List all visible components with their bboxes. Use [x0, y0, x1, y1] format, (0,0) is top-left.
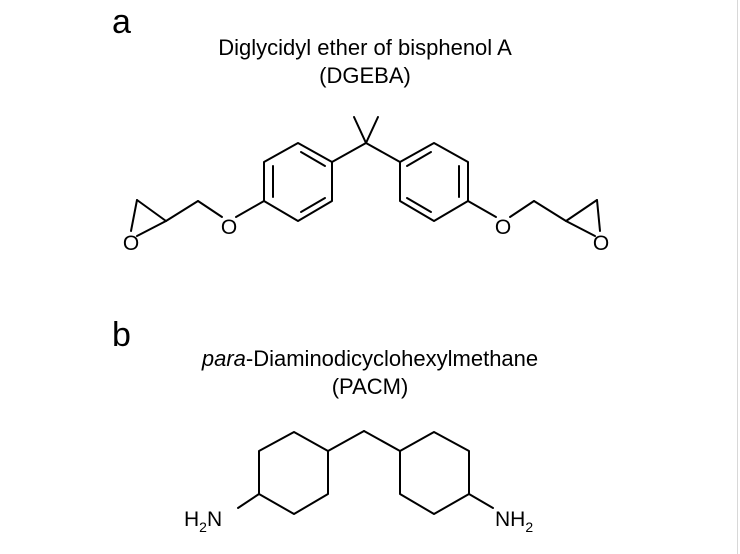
pacm-right-amine-bond [468, 493, 494, 509]
pacm-left-amine-subscript: 2 [199, 519, 207, 535]
dgeba-epoxide-oxygen-left: O [123, 232, 139, 255]
dgeba-left-ring-double-bonds [272, 151, 326, 213]
panel-b-title-rest: -Diaminodicyclohexylmethane [245, 346, 539, 371]
pacm-left-amine-bond [237, 493, 260, 509]
pacm-left-amine-h: H [184, 508, 199, 531]
panel-a-label: a [112, 3, 131, 41]
panel-a-title: Diglycidyl ether of bisphenol A (DGEBA) [150, 34, 580, 90]
panel-b-title-prefix: para [201, 346, 246, 371]
dgeba-isopropylidene-bridge [331, 116, 401, 163]
panel-a-title-line1: Diglycidyl ether of bisphenol A [218, 35, 512, 60]
panel-b-title-line2: (PACM) [331, 374, 409, 399]
pacm-left-amine-n: N [207, 508, 222, 531]
panel-b-title: para-Diaminodicyclohexylmethane (PACM) [120, 345, 620, 401]
pacm-right-amine-subscript: 2 [525, 519, 533, 535]
pacm-right-amine-nh: NH [495, 508, 525, 531]
panel-a-title-line2: (DGEBA) [319, 63, 411, 88]
panel-b-label: b [112, 316, 131, 354]
dgeba-right-glycidyl-chain [467, 199, 601, 237]
pacm-right-cyclohexane-ring [399, 431, 470, 515]
dgeba-epoxide-oxygen-right: O [593, 232, 609, 255]
dgeba-left-glycidyl-chain [130, 199, 265, 237]
dgeba-ether-oxygen-right: O [495, 216, 511, 239]
panel-b-title-line1: para-Diaminodicyclohexylmethane [120, 345, 620, 373]
pacm-right-amine-label: NH2 [495, 508, 533, 535]
pacm-left-amine-label: H2N [184, 508, 222, 535]
image-border-line [737, 0, 738, 554]
pacm-left-cyclohexane-ring [258, 431, 329, 515]
dgeba-ether-oxygen-left: O [221, 216, 237, 239]
dgeba-right-ring-double-bonds [406, 151, 460, 213]
pacm-methylene-bridge [327, 430, 401, 452]
